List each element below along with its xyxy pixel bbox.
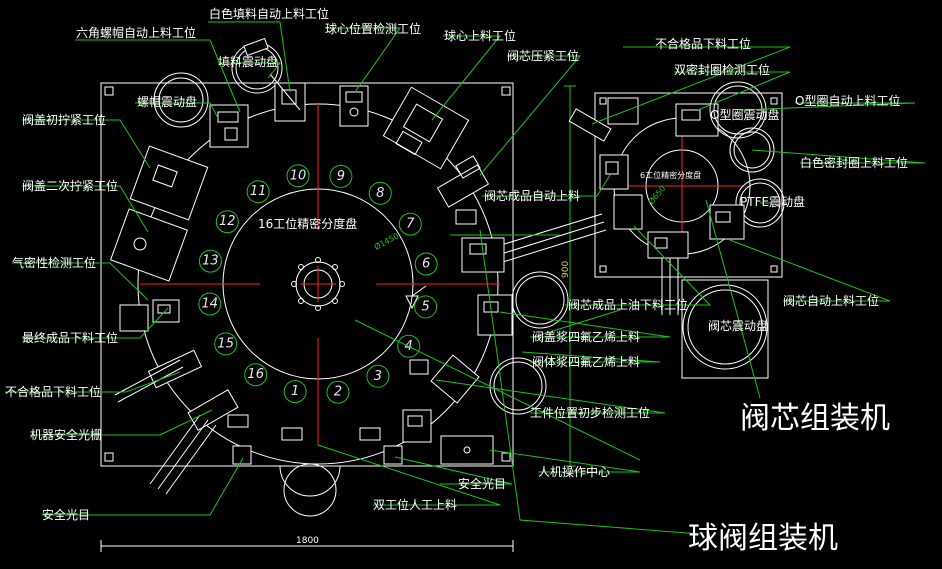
station-circle-11 [246, 180, 270, 204]
station-number-13: 13 [202, 254, 219, 269]
station-circle-1 [283, 380, 307, 404]
station-circle-4 [397, 334, 421, 358]
station-circle-13 [198, 249, 222, 273]
station-circle-6 [414, 252, 438, 276]
station-circle-7 [398, 212, 422, 236]
label-white-filler-feed: 白色填料自动上料工位 [209, 6, 329, 21]
station-number-1: 1 [291, 384, 299, 399]
station-number-16: 16 [247, 367, 264, 382]
label-safety-eye-left: 安全光目 [42, 507, 90, 522]
station-number-3: 3 [374, 369, 382, 384]
station-number-6: 6 [422, 257, 430, 272]
label-safety-eye-right: 安全光目 [458, 476, 506, 491]
station-number-12: 12 [219, 214, 236, 229]
label-air-tightness: 气密性检测工位 [12, 255, 96, 270]
station-number-5: 5 [421, 299, 429, 314]
label-core-vibratory: 阀芯震动盘 [708, 318, 768, 333]
station-number-15: 15 [217, 336, 234, 351]
label-cap-first-tighten: 阀盖初拧紧工位 [22, 112, 106, 127]
label-ball-position-check: 球心位置检测工位 [325, 21, 421, 36]
label-double-seal-check: 双密封圈检测工位 [674, 62, 770, 77]
title-valve-core-machine: 阀芯组装机 [740, 401, 890, 436]
label-reject-unload-small: 不合格品下料工位 [655, 36, 751, 51]
small-turntable-diameter: Ø650 [646, 183, 668, 206]
label-safety-curtain: 机器安全光栅 [30, 427, 102, 442]
label-hex-nut-feed: 六角螺帽自动上料工位 [76, 25, 196, 40]
station-circle-15 [214, 332, 238, 356]
label-ball-feed: 球心上料工位 [444, 28, 516, 43]
label-body-ptfe-feed: 阀体浆四氟乙烯上料 [532, 354, 640, 369]
label-core-auto-feed-small: 阀芯自动上料工位 [783, 293, 879, 308]
label-core-auto-feed-main: 阀芯成品自动上料 [484, 189, 580, 203]
small-turntable-label: 6工位精密分度盘 [640, 170, 701, 180]
station-number-7: 7 [406, 217, 415, 232]
leader-lines [5, 21, 926, 535]
label-core-press: 阀芯压紧工位 [507, 48, 579, 63]
station-circle-8 [368, 181, 392, 205]
station-number-11: 11 [250, 184, 267, 199]
callout-labels: 白色填料自动上料工位 六角螺帽自动上料工位 填料震动盘 螺帽震动盘 球心位置检测… [5, 6, 908, 522]
label-filler-vibratory: 填料震动盘 [218, 54, 278, 69]
turntable-diameter: Ø1450 [372, 230, 400, 251]
dimension-lines: 1800 900 [100, 85, 576, 552]
station-circle-14 [198, 292, 222, 316]
station-circle-9 [329, 164, 353, 188]
label-nut-vibratory: 螺帽震动盘 [137, 94, 197, 109]
label-dual-manual-load: 双工位人工上料 [373, 497, 457, 512]
station-circle-12 [215, 210, 239, 234]
label-cap-second-tighten: 阀盖二次拧紧工位 [22, 178, 118, 193]
label-o-ring-vibratory: O型圈震动盘 [710, 107, 779, 122]
station-number-10: 10 [290, 168, 307, 183]
station-number-2: 2 [334, 385, 342, 400]
station-number-8: 8 [376, 186, 384, 201]
label-white-seal-feed: 白色密封圈上料工位 [800, 155, 908, 170]
station-circle-16 [244, 363, 268, 387]
station-number-9: 9 [337, 169, 345, 184]
station-circle-3 [366, 364, 390, 388]
label-ptfe-vibratory: PTFE震动盘 [740, 194, 805, 209]
label-o-ring-feed: O型圈自动上料工位 [795, 93, 900, 108]
height-dimension: 900 [561, 261, 571, 278]
label-reject-unload-main: 不合格品下料工位 [5, 384, 101, 399]
station-number-14: 14 [202, 297, 219, 312]
station-circle-5 [414, 295, 438, 319]
label-cap-ptfe-feed: 阀盖浆四氟乙烯上料 [532, 329, 640, 344]
width-dimension: 1800 [296, 536, 319, 546]
label-core-oil-unload: 阀芯成品上油下料工位 [568, 297, 688, 312]
title-ball-valve-machine: 球阀组装机 [688, 521, 838, 556]
main-mechanisms [109, 37, 607, 495]
label-hmi: 人机操作中心 [538, 464, 610, 479]
label-final-unload: 最终成品下料工位 [22, 330, 118, 345]
turntable-label: 16工位精密分度盘 [258, 216, 357, 231]
label-position-check: 工件位置初步检测工位 [530, 405, 650, 420]
station-circle-2 [326, 380, 350, 404]
station-circle-10 [286, 164, 310, 188]
